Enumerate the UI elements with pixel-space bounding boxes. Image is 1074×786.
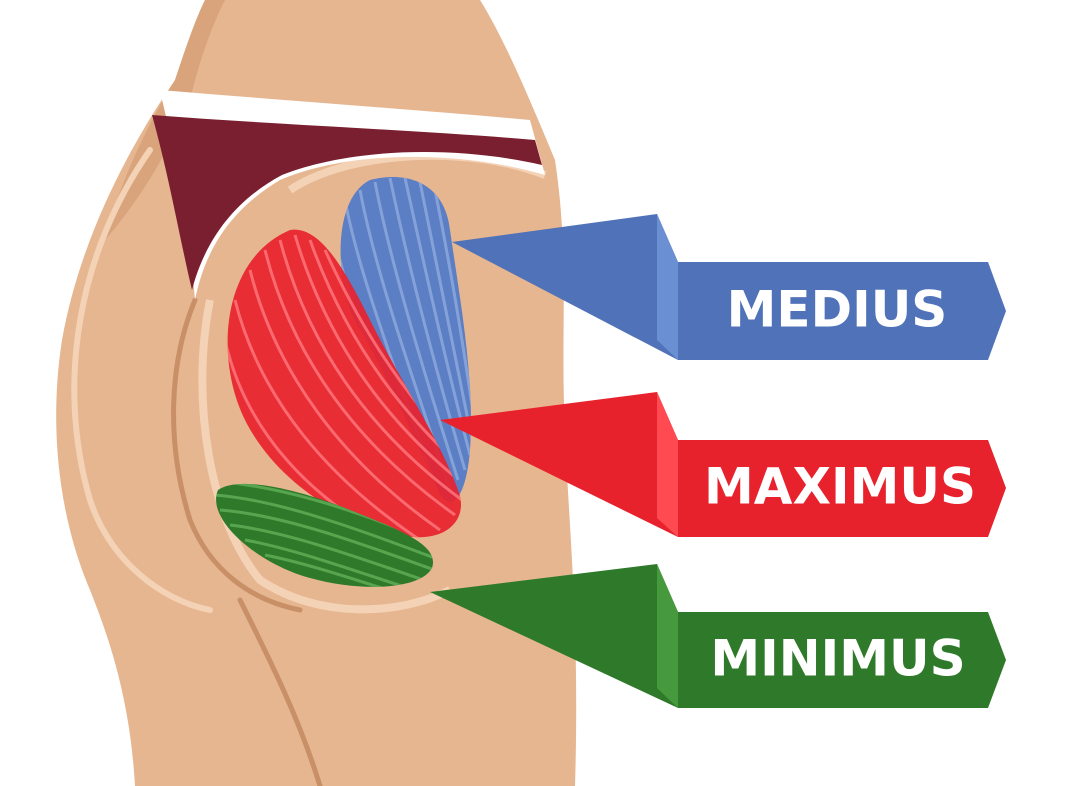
medius-label-text: MEDIUS [727, 281, 948, 339]
maximus-pointer [440, 392, 678, 537]
medius-label: MEDIUS [452, 214, 1006, 360]
minimus-label-text: MINIMUS [710, 630, 965, 688]
medius-pointer [452, 214, 678, 360]
minimus-banner [678, 612, 1006, 708]
maximus-label-text: MAXIMUS [704, 458, 976, 516]
buttock-outline [71, 147, 213, 613]
minimus-shape [216, 483, 434, 587]
maximus-banner [678, 440, 1006, 537]
maximus-label: MAXIMUS [440, 392, 1006, 537]
medius-banner [678, 262, 1006, 360]
minimus-label: MINIMUS [430, 564, 1006, 708]
underwear-fabric [152, 115, 542, 290]
medius-pointer-highlight [657, 214, 678, 360]
maximus-pointer-highlight [657, 392, 678, 537]
buttock-crease [171, 297, 303, 613]
minimus-pointer [430, 564, 678, 708]
underwear [152, 90, 545, 300]
minimus-pointer-highlight [657, 564, 678, 708]
thigh-line [237, 597, 323, 786]
